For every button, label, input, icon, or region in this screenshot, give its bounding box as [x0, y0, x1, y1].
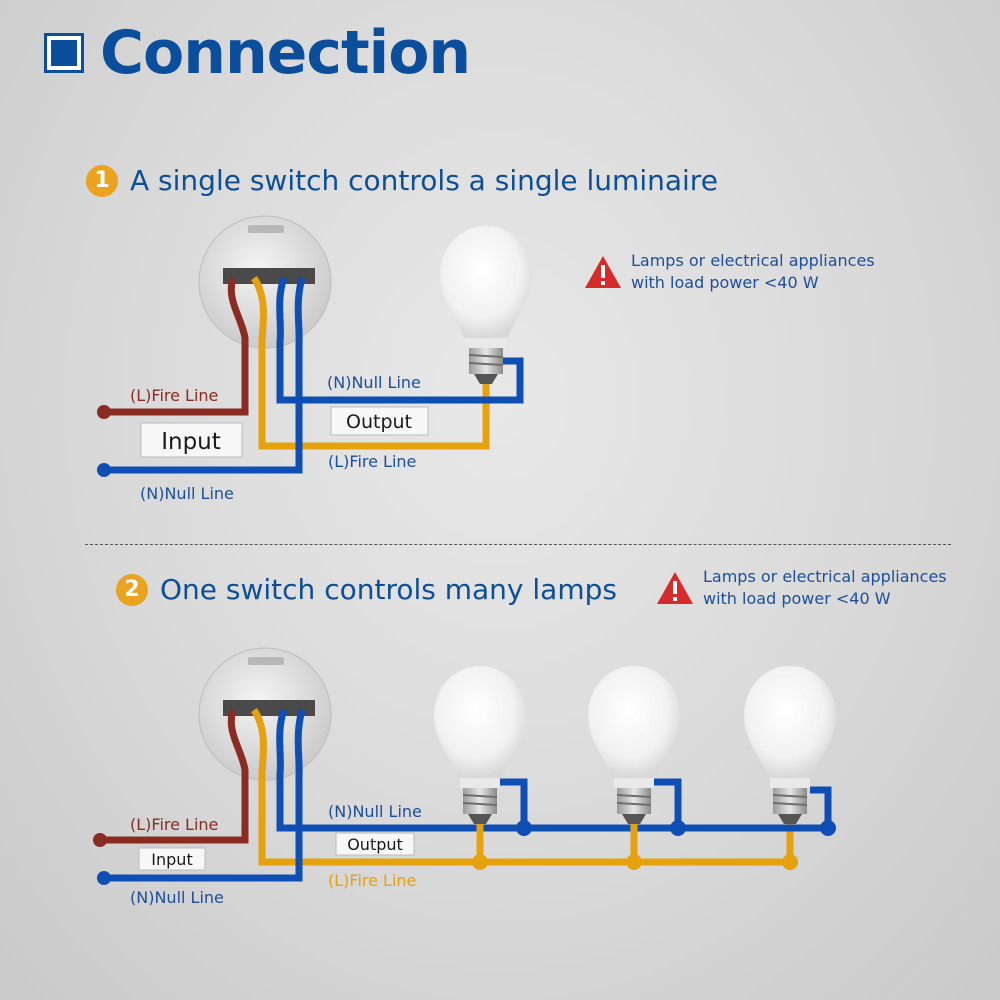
section2-warning: Lamps or electrical appliances with load…: [655, 566, 947, 610]
null-line-output-label: (N)Null Line: [328, 802, 422, 821]
fire-input-terminal: [93, 833, 107, 847]
diagram-section1: (L)Fire Line Input (N)Null Line (N)Null …: [97, 215, 532, 503]
null-output-wire: [276, 276, 524, 404]
output-label: Output: [347, 835, 403, 854]
diagram-section2: (L)Fire Line Input (N)Null Line (N)Null …: [93, 647, 836, 907]
section1-number-badge: 1: [86, 164, 118, 197]
page-header: Connection: [44, 18, 471, 88]
section1-warning-line1: Lamps or electrical appliances: [631, 251, 875, 270]
title-square-icon: [44, 33, 84, 73]
page-title: Connection: [100, 18, 471, 88]
null-output-wire: [276, 708, 832, 832]
input-label: Input: [151, 850, 192, 869]
section1-title: A single switch controls a single lumina…: [130, 164, 718, 197]
led-bulb: [440, 226, 532, 384]
led-bulb-3: [744, 666, 836, 824]
null-input-terminal: [97, 871, 111, 885]
output-label-box: [335, 832, 415, 856]
fire-input-terminal: [97, 405, 111, 419]
output-label-box: [330, 406, 429, 436]
input-label: Input: [161, 429, 221, 455]
null-input-wire: [104, 709, 306, 882]
null-input-terminal: [97, 463, 111, 477]
fire-output-wire: [250, 276, 490, 450]
section1-heading: 1 A single switch controls a single lumi…: [86, 164, 718, 197]
section1-warning-line2: with load power <40 W: [631, 273, 819, 292]
fire-line-input-label: (L)Fire Line: [130, 386, 218, 405]
null-input-wire: [104, 277, 306, 474]
section2-number-badge: 2: [116, 573, 148, 606]
section1-warning: Lamps or electrical appliances with load…: [583, 250, 875, 294]
led-bulb-1: [434, 666, 526, 824]
null-line-input-label: (N)Null Line: [130, 888, 224, 907]
null-line-output-label: (N)Null Line: [327, 373, 421, 392]
warning-icon: [585, 256, 621, 288]
fire-input-wire: [100, 708, 249, 844]
section-divider: [85, 544, 951, 545]
led-bulb-2: [588, 666, 680, 824]
fire-output-wire: [250, 708, 794, 866]
input-label-box: [138, 847, 206, 871]
null-line-input-label: (N)Null Line: [140, 484, 234, 503]
section2-warning-line1: Lamps or electrical appliances: [703, 567, 947, 586]
fire-line-input-label: (L)Fire Line: [130, 815, 218, 834]
fire-line-output-label: (L)Fire Line: [328, 871, 416, 890]
section2-title: One switch controls many lamps: [160, 573, 617, 606]
output-label: Output: [346, 411, 412, 433]
warning-icon: [657, 572, 693, 604]
fire-line-output-label: (L)Fire Line: [328, 452, 416, 471]
input-label-box: [140, 422, 243, 458]
section2-heading: 2 One switch controls many lamps: [116, 573, 617, 606]
section2-warning-line2: with load power <40 W: [703, 589, 891, 608]
fire-input-wire: [104, 276, 249, 416]
